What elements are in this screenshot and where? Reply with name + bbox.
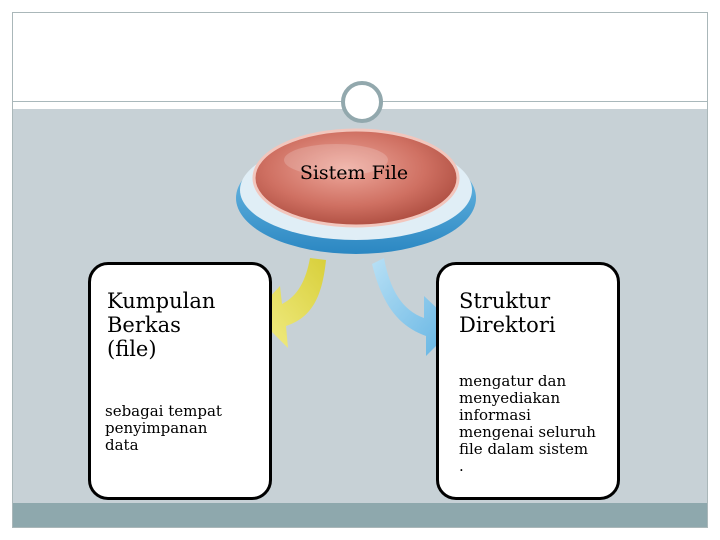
- left-curved-arrow: [254, 258, 326, 348]
- center-disk-top: [252, 128, 460, 228]
- footer-band: [13, 503, 707, 527]
- header-circle-ornament: [341, 81, 383, 123]
- right-box-struktur-direktori: Struktur Direktori mengatur dan menyedia…: [436, 262, 620, 500]
- center-label: Sistem File: [299, 162, 409, 184]
- right-box-description: mengatur dan menyediakan informasi menge…: [459, 372, 596, 475]
- right-box-title: Struktur Direktori: [459, 289, 556, 337]
- center-disk-highlight: [284, 144, 388, 176]
- left-box-title: Kumpulan Berkas (file): [107, 289, 216, 361]
- left-box-description: sebagai tempat penyimpanan data: [105, 402, 222, 454]
- right-curved-arrow: [372, 258, 456, 356]
- left-box-kumpulan-berkas: Kumpulan Berkas (file) sebagai tempat pe…: [88, 262, 272, 500]
